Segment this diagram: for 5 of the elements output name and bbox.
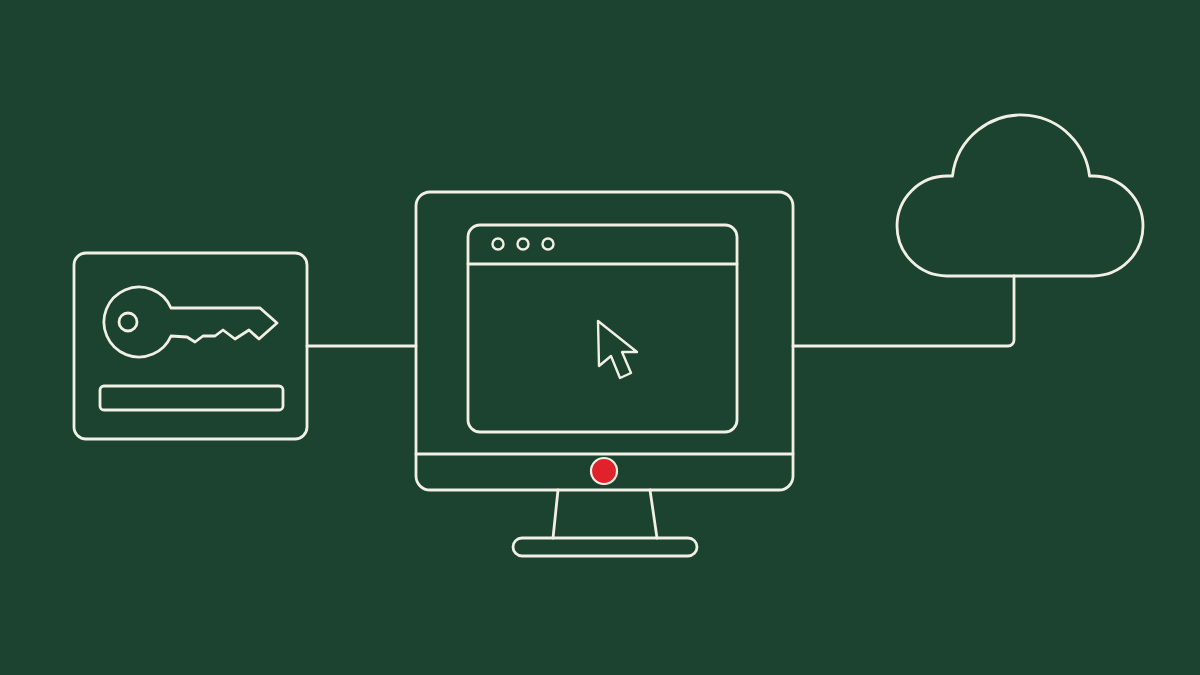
- key-card: [72, 251, 309, 441]
- cloud: [895, 113, 1145, 278]
- monitor: [414, 190, 795, 558]
- connector-line: [791, 274, 1016, 348]
- connector-line: [305, 344, 418, 348]
